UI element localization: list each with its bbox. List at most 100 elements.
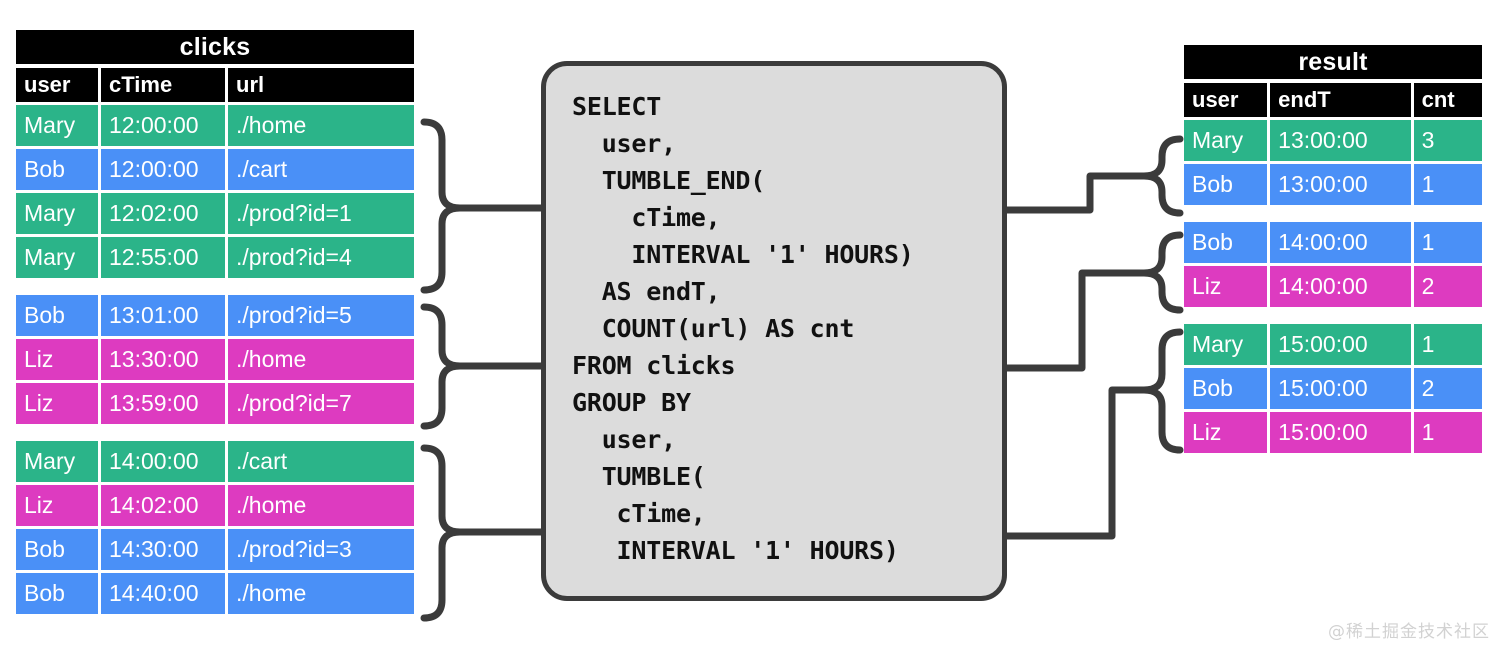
result-cell-user: Liz: [1184, 266, 1268, 307]
clicks-cell-ctime: 12:00:00: [101, 105, 225, 146]
clicks-cell-url: ./home: [228, 485, 414, 526]
result-cell-endt: 13:00:00: [1270, 120, 1411, 161]
clicks-cell-ctime: 14:40:00: [101, 573, 225, 614]
result-table-title: result: [1184, 45, 1482, 79]
clicks-cell-user: Bob: [16, 149, 98, 190]
result-cell-cnt: 1: [1413, 222, 1482, 263]
result-column-cnt: cnt: [1413, 83, 1482, 117]
right-brace-2-stem: [1003, 269, 1148, 372]
clicks-cell-url: ./home: [228, 105, 414, 146]
right-brace-group-2: [1140, 231, 1184, 314]
clicks-cell-ctime: 14:00:00: [101, 441, 225, 482]
clicks-cell-user: Bob: [16, 295, 98, 336]
clicks-table-header-row: user cTime url: [16, 68, 414, 102]
clicks-cell-ctime: 14:30:00: [101, 529, 225, 570]
result-table-header-row: user endT cnt: [1184, 83, 1482, 117]
right-brace-1-stem: [1003, 172, 1148, 214]
result-group-gap: [1184, 307, 1482, 321]
clicks-cell-url: ./prod?id=5: [228, 295, 414, 336]
result-cell-user: Bob: [1184, 164, 1268, 205]
result-cell-cnt: 2: [1413, 266, 1482, 307]
clicks-cell-ctime: 13:59:00: [101, 383, 225, 424]
clicks-column-url: url: [228, 68, 414, 102]
result-cell-user: Mary: [1184, 120, 1268, 161]
result-cell-user: Mary: [1184, 324, 1268, 365]
result-column-user: user: [1184, 83, 1268, 117]
clicks-cell-ctime: 14:02:00: [101, 485, 225, 526]
clicks-table-title: clicks: [16, 30, 414, 64]
result-cell-endt: 13:00:00: [1270, 164, 1411, 205]
result-cell-cnt: 1: [1413, 412, 1482, 453]
result-group-gap: [1184, 205, 1482, 219]
left-brace-group-2: [420, 303, 464, 430]
clicks-cell-user: Liz: [16, 339, 98, 380]
clicks-cell-user: Liz: [16, 485, 98, 526]
result-cell-user: Bob: [1184, 222, 1268, 263]
clicks-cell-url: ./home: [228, 573, 414, 614]
result-cell-endt: 15:00:00: [1270, 368, 1411, 409]
result-cell-user: Liz: [1184, 412, 1268, 453]
clicks-cell-ctime: 12:00:00: [101, 149, 225, 190]
result-cell-cnt: 3: [1413, 120, 1482, 161]
right-brace-group-3: [1140, 328, 1184, 454]
result-cell-cnt: 2: [1413, 368, 1482, 409]
result-column-endt: endT: [1270, 83, 1411, 117]
clicks-column-user: user: [16, 68, 98, 102]
clicks-cell-user: Mary: [16, 441, 98, 482]
clicks-cell-user: Mary: [16, 193, 98, 234]
result-cell-endt: 14:00:00: [1270, 222, 1411, 263]
watermark: @稀土掘金技术社区: [1328, 622, 1490, 642]
sql-query-text: SELECT user, TUMBLE_END( cTime, INTERVAL…: [572, 92, 914, 565]
clicks-group-gap: [16, 278, 414, 292]
clicks-column-ctime: cTime: [101, 68, 225, 102]
clicks-cell-url: ./cart: [228, 441, 414, 482]
result-cell-endt: 14:00:00: [1270, 266, 1411, 307]
clicks-cell-ctime: 13:30:00: [101, 339, 225, 380]
clicks-group-gap: [16, 424, 414, 438]
result-cell-cnt: 1: [1413, 164, 1482, 205]
clicks-cell-url: ./prod?id=4: [228, 237, 414, 278]
result-cell-user: Bob: [1184, 368, 1268, 409]
clicks-cell-user: Mary: [16, 237, 98, 278]
clicks-cell-user: Bob: [16, 529, 98, 570]
clicks-cell-url: ./prod?id=7: [228, 383, 414, 424]
clicks-cell-user: Mary: [16, 105, 98, 146]
left-brace-group-3: [420, 444, 464, 622]
clicks-cell-url: ./prod?id=3: [228, 529, 414, 570]
clicks-cell-user: Bob: [16, 573, 98, 614]
right-brace-3-stem: [1003, 386, 1148, 540]
sql-query-box: SELECT user, TUMBLE_END( cTime, INTERVAL…: [541, 61, 1007, 601]
result-cell-cnt: 1: [1413, 324, 1482, 365]
clicks-cell-url: ./cart: [228, 149, 414, 190]
result-cell-endt: 15:00:00: [1270, 324, 1411, 365]
clicks-cell-ctime: 12:55:00: [101, 237, 225, 278]
clicks-cell-url: ./prod?id=1: [228, 193, 414, 234]
left-brace-group-1: [420, 118, 464, 294]
clicks-cell-ctime: 13:01:00: [101, 295, 225, 336]
result-cell-endt: 15:00:00: [1270, 412, 1411, 453]
clicks-cell-url: ./home: [228, 339, 414, 380]
clicks-cell-ctime: 12:02:00: [101, 193, 225, 234]
right-brace-group-1: [1140, 135, 1184, 217]
